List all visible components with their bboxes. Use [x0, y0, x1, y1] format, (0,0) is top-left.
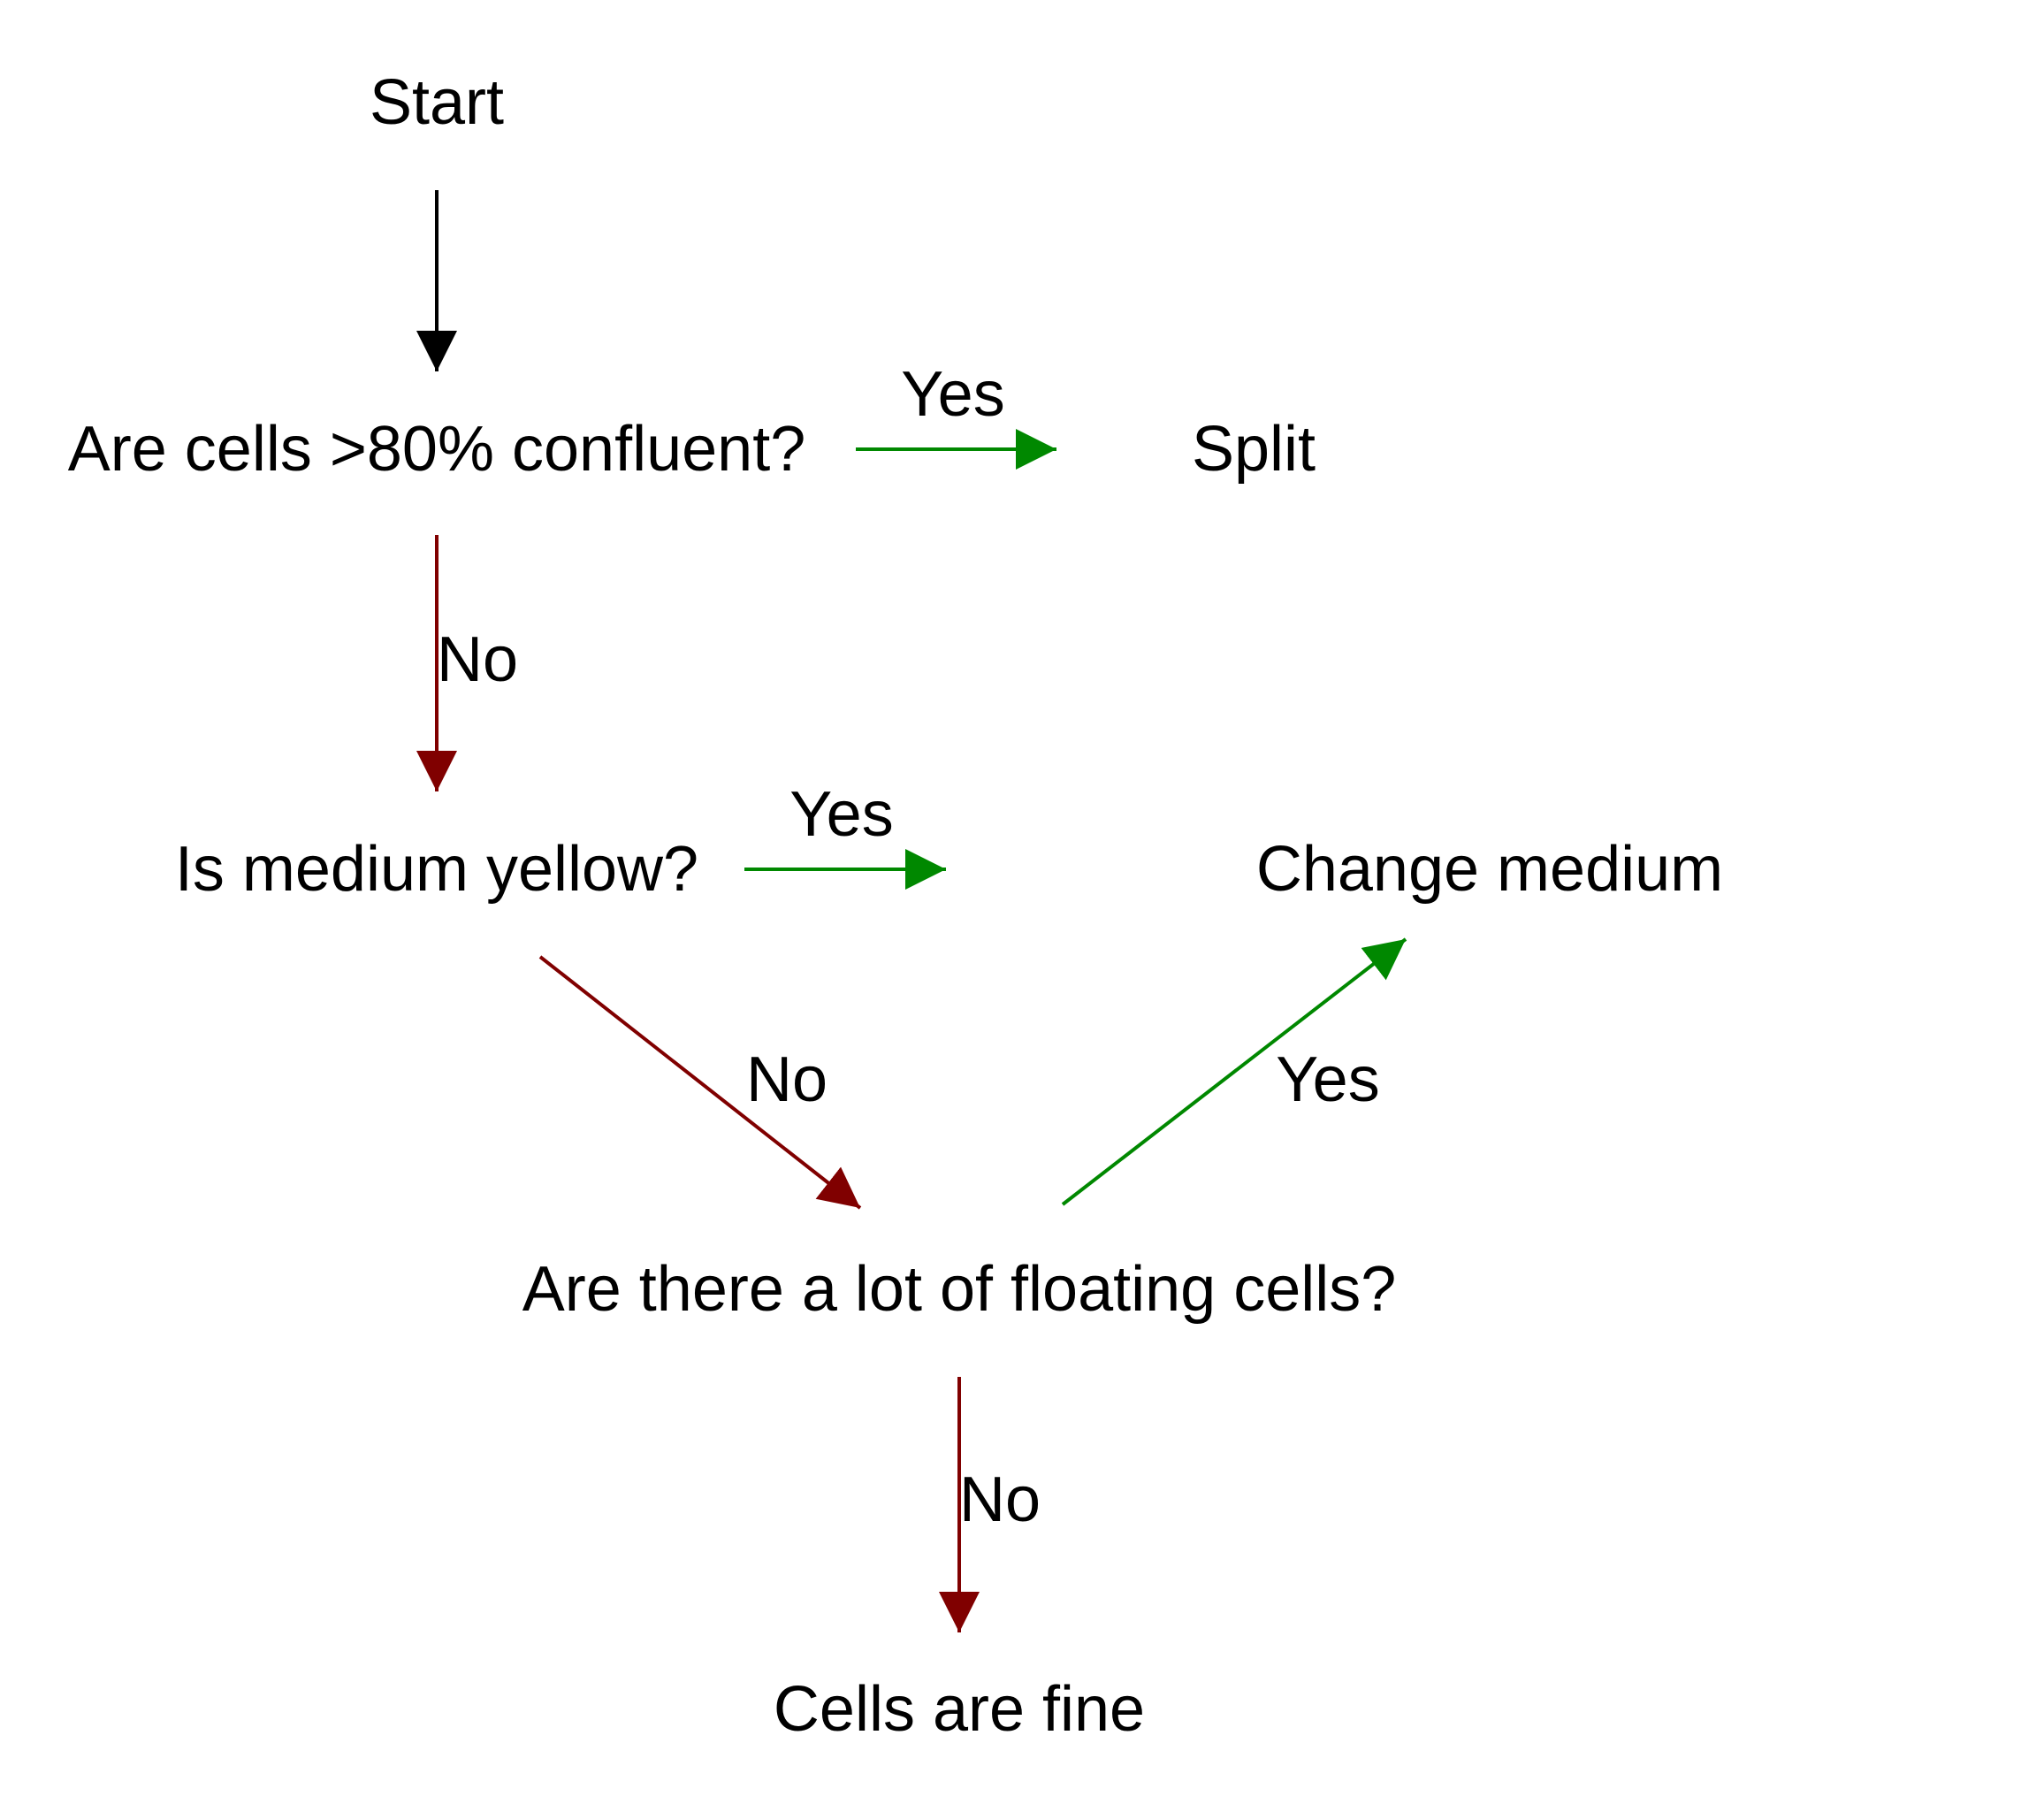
node-change-medium: Change medium — [1256, 834, 1723, 905]
edge-label-floating-yes: Yes — [1276, 1044, 1379, 1115]
edge-yellow-no — [538, 955, 862, 1210]
node-q-floating: Are there a lot of floating cells? — [522, 1254, 1397, 1325]
edge-label-yellow-yes: Yes — [789, 779, 893, 850]
edge-floating-yes — [1061, 937, 1407, 1206]
edge-label-confluent-no: No — [437, 624, 518, 695]
node-q-yellow: Is medium yellow? — [175, 834, 698, 905]
edge-label-floating-no: No — [959, 1464, 1041, 1535]
node-start: Start — [370, 67, 504, 138]
edge-labels: Yes No Yes No Yes No — [437, 359, 1380, 1535]
nodes: Start Are cells >80% confluent? Split Is… — [68, 67, 1723, 1745]
node-split: Split — [1192, 414, 1316, 485]
node-cells-fine: Cells are fine — [774, 1674, 1145, 1745]
edge-label-confluent-yes: Yes — [901, 359, 1004, 430]
edges — [416, 190, 1407, 1632]
edge-label-yellow-no: No — [746, 1044, 828, 1115]
node-q-confluent: Are cells >80% confluent? — [68, 414, 806, 485]
